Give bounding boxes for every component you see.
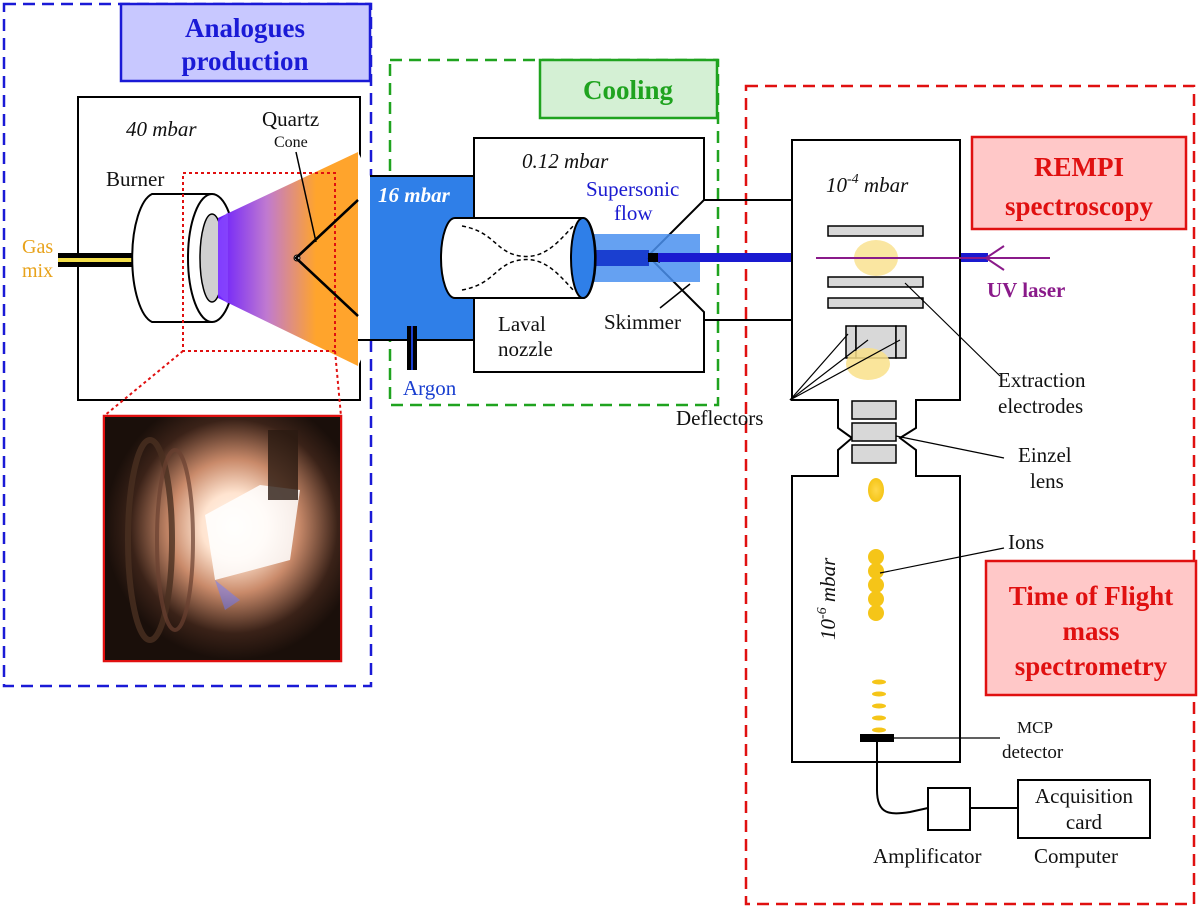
detection-section-border bbox=[744, 84, 1196, 906]
acquisition-label-line2: card bbox=[1066, 810, 1103, 834]
einzel-lens-2 bbox=[851, 422, 897, 442]
uv-laser bbox=[816, 245, 1050, 271]
zoom-region bbox=[182, 172, 336, 352]
einzel-label-line1: Einzel bbox=[1018, 443, 1072, 467]
tof-label-line3: spectrometry bbox=[1015, 651, 1168, 681]
analogues-label-line2: production bbox=[181, 46, 308, 76]
einzel-lens-3 bbox=[851, 444, 897, 464]
supersonic-label-line2: flow bbox=[614, 201, 653, 225]
tof-pressure-label: 10-6 mbar bbox=[815, 557, 840, 640]
analogues-label-line1: Analogues bbox=[185, 13, 305, 43]
burner-label: Burner bbox=[106, 167, 164, 191]
extraction-label-line2: electrodes bbox=[998, 394, 1083, 418]
gas-label-line1: Gas bbox=[22, 236, 53, 258]
flame-base bbox=[218, 212, 228, 304]
computer-label: Computer bbox=[1034, 844, 1118, 868]
mcp-detector bbox=[860, 734, 894, 742]
argon-inlet bbox=[407, 326, 417, 370]
acquisition-label-line1: Acquisition bbox=[1035, 784, 1133, 808]
acquisition-card-box bbox=[1017, 779, 1151, 839]
jet-core bbox=[583, 250, 649, 266]
einzel-pointer bbox=[895, 435, 1005, 459]
analogues-title: Analogues production bbox=[119, 2, 372, 83]
cooling-label: Cooling bbox=[583, 75, 674, 105]
flame bbox=[218, 152, 358, 366]
mcp-label-line2: detector bbox=[1002, 742, 1064, 763]
zoom-line-right bbox=[334, 350, 342, 417]
deflector-pointer-2 bbox=[789, 339, 869, 401]
repeller-plate bbox=[827, 225, 924, 237]
cooling-pressure-label: 0.12 mbar bbox=[522, 149, 609, 173]
rempi-label-line2: spectroscopy bbox=[1005, 191, 1153, 221]
quartz-label: Quartz bbox=[262, 107, 319, 131]
deflectors-label: Deflectors bbox=[676, 406, 763, 430]
tof-label-line1: Time of Flight bbox=[1009, 581, 1174, 611]
gas-line bbox=[58, 253, 136, 267]
extraction-plate-2 bbox=[827, 297, 924, 309]
gas-label-line2: mix bbox=[22, 260, 53, 282]
ions-pointer bbox=[879, 547, 1005, 574]
extraction-pointer bbox=[904, 282, 1001, 377]
argon-label: Argon bbox=[403, 376, 457, 400]
skimmer-label: Skimmer bbox=[604, 310, 681, 334]
uv-laser-label: UV laser bbox=[987, 278, 1065, 302]
deflector-pointer-1 bbox=[789, 333, 849, 401]
amplificator-box bbox=[927, 787, 971, 831]
extraction-label-line1: Extraction bbox=[998, 368, 1086, 392]
rempi-pressure-label: 10-4 mbar bbox=[826, 172, 909, 197]
amplificator-label: Amplificator bbox=[873, 844, 981, 868]
tof-title: Time of Flight mass spectrometry bbox=[984, 559, 1198, 697]
rempi-label-line1: REMPI bbox=[1034, 152, 1124, 182]
burner-pressure-label: 40 mbar bbox=[126, 117, 197, 141]
ion-packets bbox=[868, 478, 886, 733]
quartz-pointer bbox=[295, 151, 317, 243]
skimmer-pointer bbox=[659, 283, 691, 309]
laval-label-line2: nozzle bbox=[498, 337, 553, 361]
mcp-label-line1: MCP bbox=[1017, 718, 1053, 737]
tof-label-line2: mass bbox=[1062, 616, 1119, 646]
ions-label: Ions bbox=[1008, 530, 1044, 554]
analogues-section-border bbox=[2, 2, 373, 688]
supersonic-label-line1: Supersonic bbox=[586, 177, 679, 201]
laval-nozzle bbox=[440, 217, 597, 299]
rempi-title: REMPI spectroscopy bbox=[970, 135, 1188, 231]
signal-cable bbox=[876, 742, 929, 815]
zoom-line-left bbox=[103, 350, 184, 417]
extraction-plate-1 bbox=[827, 276, 924, 288]
cooling-title: Cooling bbox=[538, 58, 719, 120]
cone-label: Cone bbox=[274, 134, 308, 151]
ion-cloud-deflector bbox=[846, 348, 890, 380]
einzel-lens-1 bbox=[851, 400, 897, 420]
intermediate-pressure-label: 16 mbar bbox=[378, 183, 451, 207]
deflector-pointer-3 bbox=[789, 339, 901, 401]
laval-label-line1: Laval bbox=[498, 312, 546, 336]
einzel-label-line2: lens bbox=[1030, 469, 1064, 493]
flame-photo bbox=[102, 414, 343, 663]
